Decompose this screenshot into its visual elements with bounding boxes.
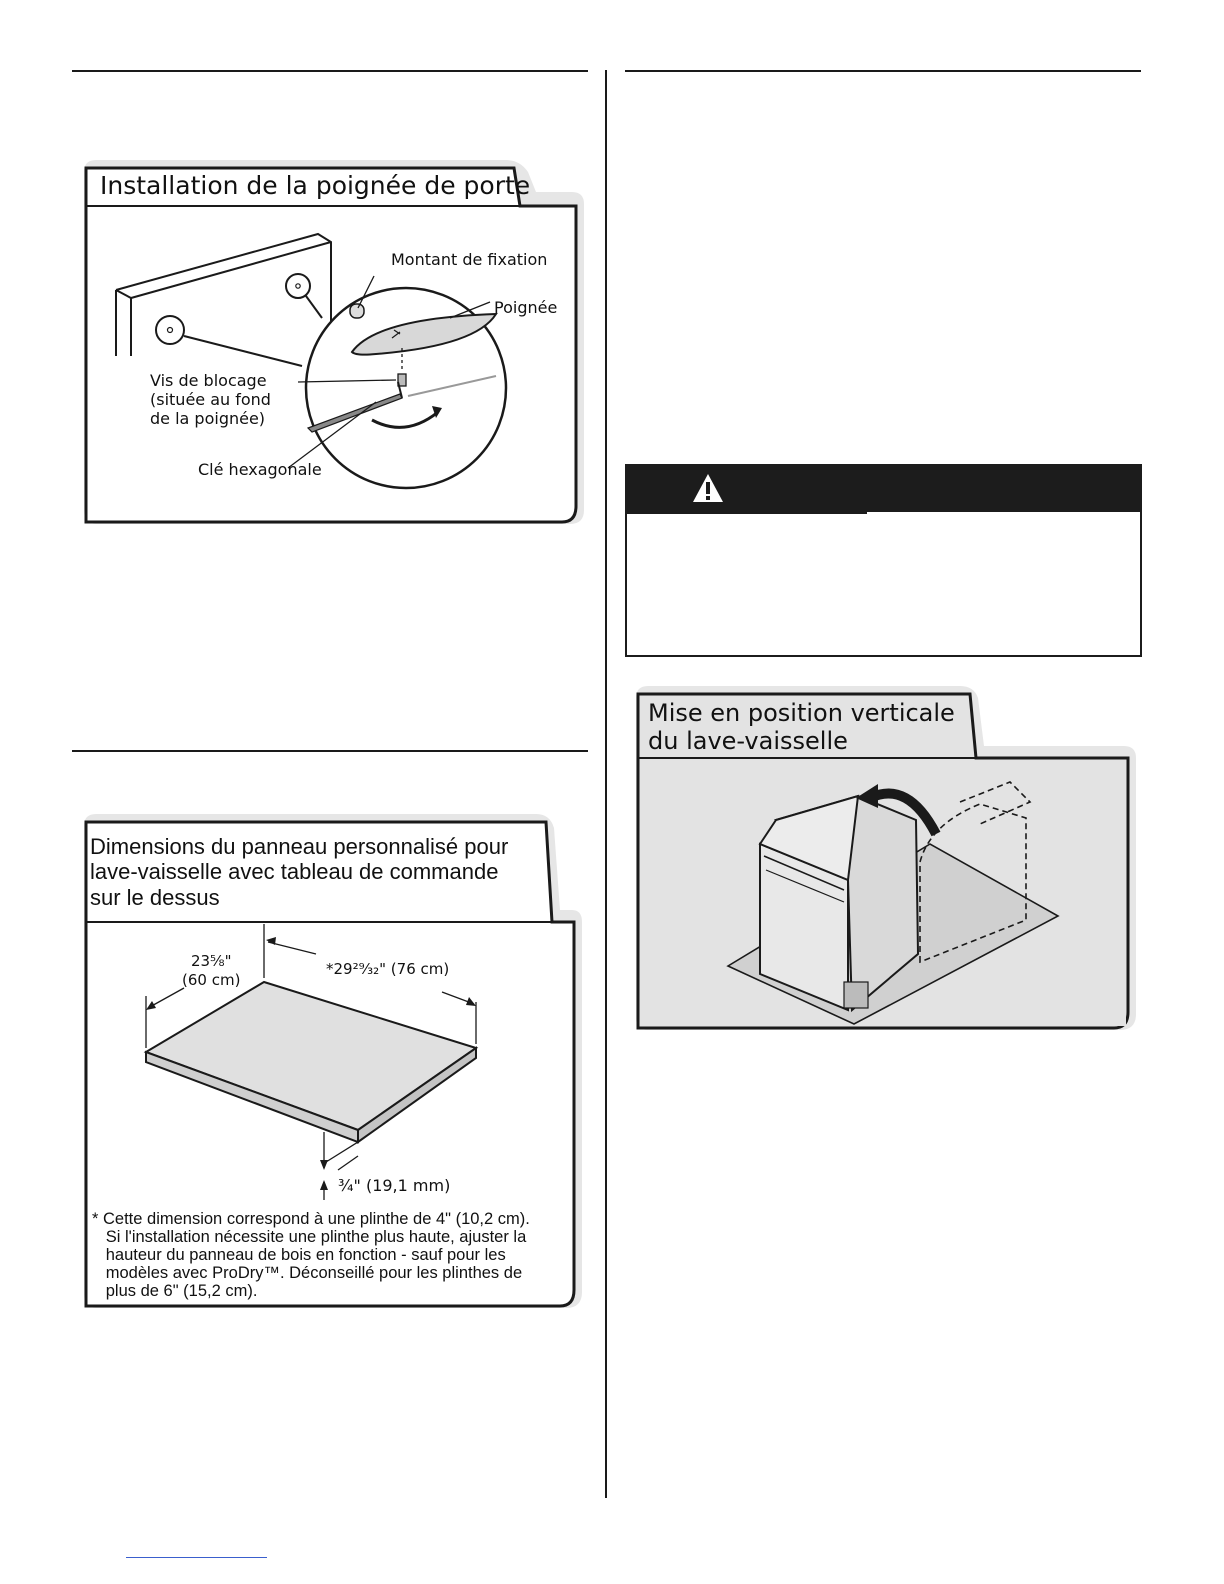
hex-key-label: Clé hexagonale: [198, 460, 322, 479]
custom-panel-illustration: [84, 814, 582, 1308]
column-divider: [605, 70, 607, 1498]
panel-width-dimension: 23⅝" (60 cm): [182, 952, 241, 989]
warning-triangle-icon: [691, 472, 725, 509]
warning-body: [625, 512, 1142, 657]
warning-divider: [627, 512, 867, 514]
panel-height-dimension: *29²⁹⁄₃₂" (76 cm): [326, 960, 450, 978]
figure-door-handle: Installation de la poignée de porte Mont…: [76, 158, 586, 528]
left-top-rule: [72, 70, 588, 72]
mounting-post-label: Montant de fixation: [391, 250, 548, 269]
upright-illustration: [636, 686, 1136, 1030]
right-top-rule: [625, 70, 1141, 72]
custom-panel-title: Dimensions du panneau personnalisé pour …: [90, 834, 509, 910]
panel-thickness-dimension: ¾" (19,1 mm): [338, 1176, 451, 1195]
door-handle-title: Installation de la poignée de porte: [100, 171, 531, 200]
figure-custom-panel: Dimensions du panneau personnalisé pour …: [76, 812, 586, 1312]
set-screw-label: Vis de blocage (située au fond de la poi…: [150, 371, 271, 428]
panel-footnote: * Cette dimension correspond à une plint…: [92, 1210, 530, 1300]
door-handle-illustration: [84, 160, 584, 524]
upright-title: Mise en position verticale du lave-vaiss…: [648, 699, 955, 755]
footer-link-underline[interactable]: [126, 1557, 267, 1558]
warning-header-bar: [625, 464, 1142, 512]
handle-label: Poignée: [494, 298, 558, 317]
figure-upright: Mise en position verticale du lave-vaiss…: [630, 684, 1138, 1034]
left-mid-rule: [72, 750, 588, 752]
